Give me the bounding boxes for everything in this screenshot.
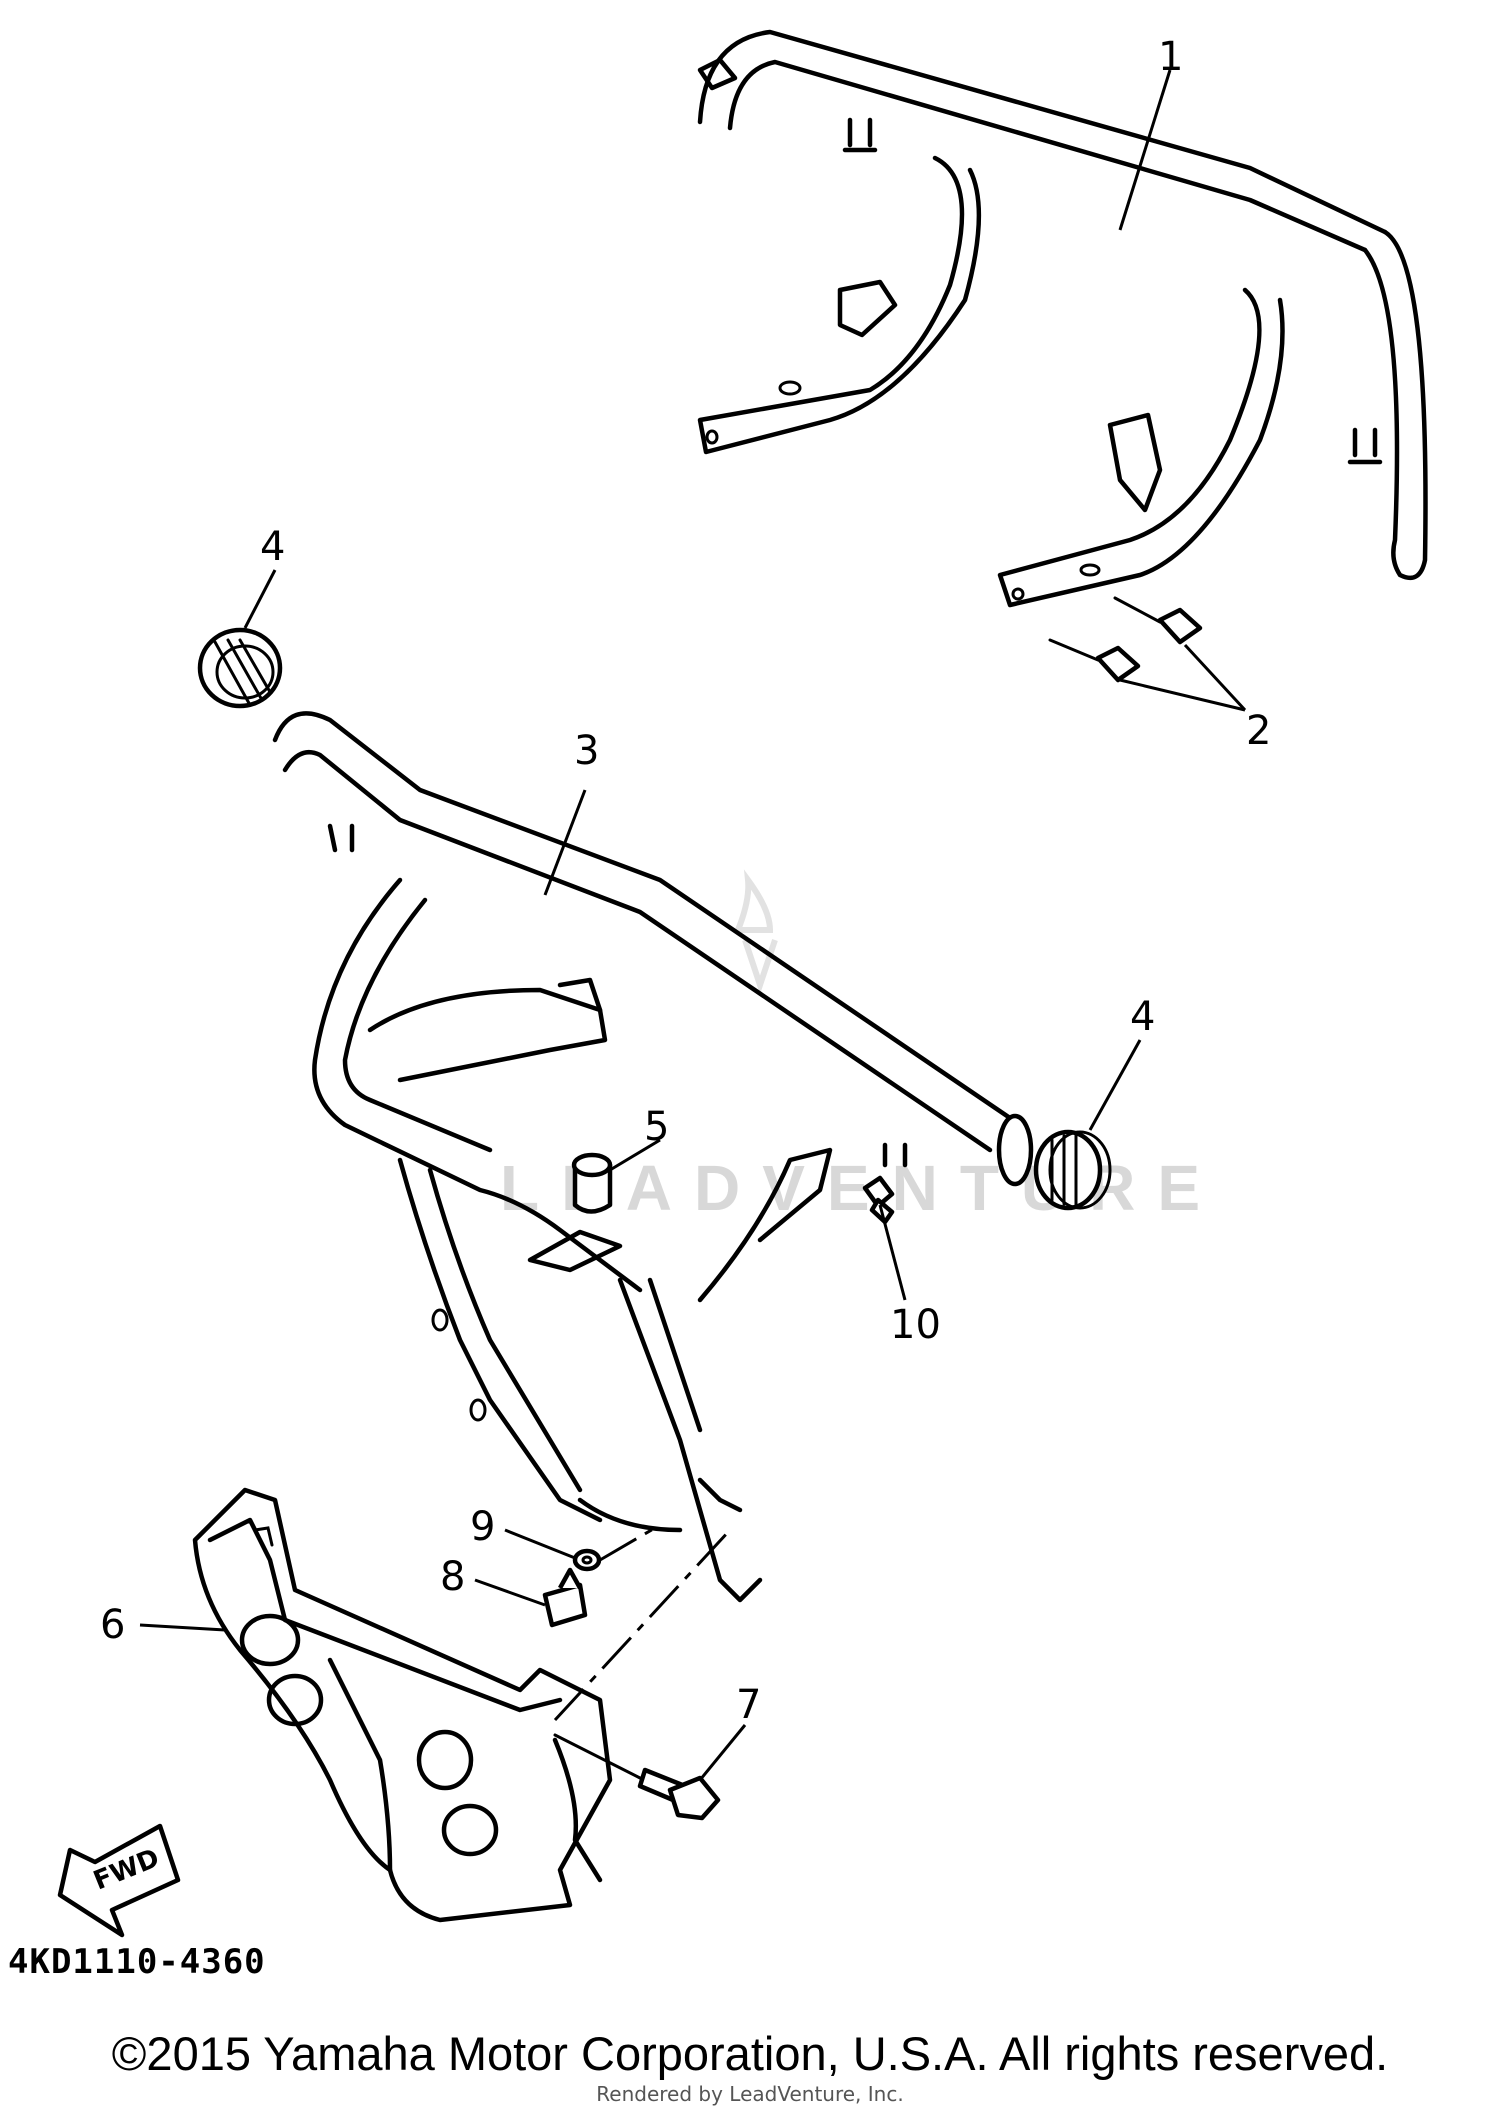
copyright-notice: ©2015 Yamaha Motor Corporation, U.S.A. A… bbox=[111, 2027, 1389, 2080]
callout-6[interactable]: 6 bbox=[100, 1602, 125, 1648]
callout-5[interactable]: 5 bbox=[644, 1104, 669, 1150]
callout-10[interactable]: 10 bbox=[890, 1302, 941, 1348]
part-5-spacer bbox=[571, 1152, 613, 1214]
assembly-line bbox=[553, 1528, 732, 1722]
part-6-skid-plate bbox=[192, 1487, 613, 1923]
part-4-end-caps bbox=[197, 627, 1112, 1211]
rendered-by: Rendered by LeadVenture, Inc. bbox=[596, 2082, 904, 2106]
part-7-bolt bbox=[553, 1733, 721, 1821]
part-3-front-bar bbox=[272, 711, 1034, 1603]
callout-9[interactable]: 9 bbox=[470, 1504, 495, 1550]
part-2-bolts bbox=[1048, 596, 1203, 683]
callout-7[interactable]: 7 bbox=[736, 1682, 761, 1728]
callout-4-right[interactable]: 4 bbox=[1130, 994, 1155, 1040]
callout-3[interactable]: 3 bbox=[574, 728, 599, 774]
callout-1[interactable]: 1 bbox=[1158, 34, 1183, 80]
part-code: 4KD1110-4360 bbox=[8, 1942, 266, 1982]
part-1-rear-bar bbox=[697, 29, 1428, 608]
fwd-arrow: FWD bbox=[57, 1823, 181, 1938]
part-8-bolt bbox=[542, 1567, 588, 1628]
callout-8[interactable]: 8 bbox=[440, 1554, 465, 1600]
fwd-label: FWD bbox=[89, 1843, 163, 1896]
assembly-line-2 bbox=[599, 1523, 661, 1562]
callout-4-left[interactable]: 4 bbox=[260, 524, 285, 570]
leader-lines bbox=[139, 69, 1247, 1781]
part-9-washer bbox=[572, 1548, 602, 1572]
callout-2[interactable]: 2 bbox=[1246, 708, 1271, 754]
